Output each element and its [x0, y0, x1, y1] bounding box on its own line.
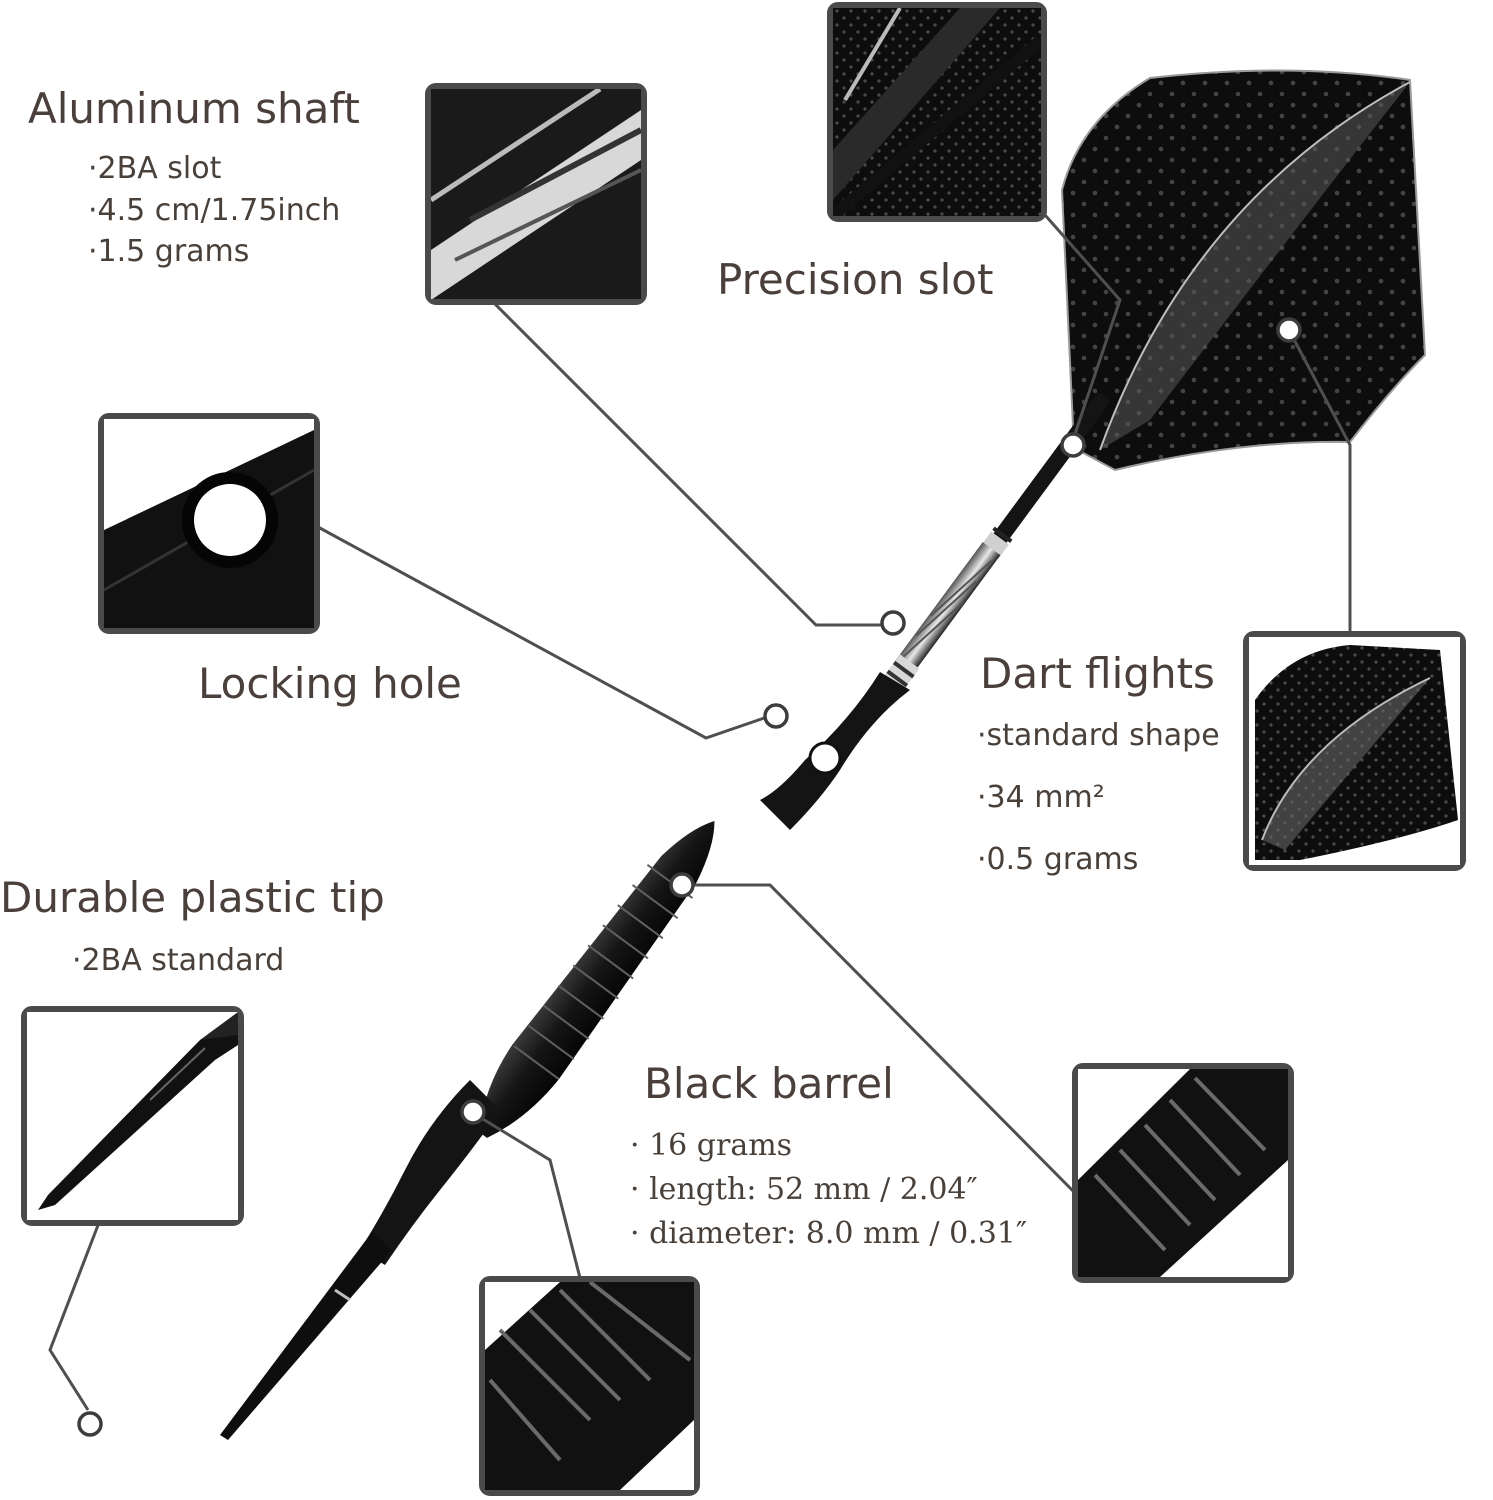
inset-plastic-tip: [21, 1006, 244, 1226]
dart-shaft-twist: [893, 542, 1001, 676]
aluminum-shaft-spec-1: ·2BA slot: [88, 151, 222, 186]
inset-precision-slot: [827, 2, 1047, 222]
dart-flights-spec-3: ·0.5 grams: [977, 842, 1138, 877]
aluminum-shaft-spec-3: ·1.5 grams: [88, 234, 249, 269]
dart-flight: [1060, 69, 1427, 472]
label-black-barrel: Black barrel · 16 grams · length: 52 mm …: [630, 1059, 1027, 1251]
dart-flights-title: Dart flights: [980, 649, 1215, 698]
plastic-tip-spec-1: ·2BA standard: [72, 943, 284, 978]
label-plastic-tip: Durable plastic tip ·2BA standard: [0, 873, 385, 978]
aluminum-shaft-title: Aluminum shaft: [28, 84, 360, 133]
inset-aluminum-shaft: [425, 83, 647, 305]
locking-hole: [808, 741, 842, 775]
inset-barrel-right: [1072, 1063, 1294, 1283]
dart-barrel: [478, 821, 715, 1138]
label-dart-flights: Dart flights ·standard shape ·34 mm² ·0.…: [977, 649, 1220, 877]
anchor-dots: [77, 317, 1302, 1437]
black-barrel-spec-3: · diameter: 8.0 mm / 0.31″: [630, 1216, 1027, 1251]
inset-locking-hole: [98, 413, 320, 634]
black-barrel-spec-1: · 16 grams: [630, 1128, 792, 1163]
dart-flights-spec-1: ·standard shape: [977, 718, 1220, 753]
aluminum-shaft-spec-2: ·4.5 cm/1.75inch: [88, 193, 340, 228]
locking-hole-title: Locking hole: [198, 659, 462, 708]
plastic-tip-title: Durable plastic tip: [0, 873, 385, 922]
leader-lines: [48, 214, 1352, 1411]
precision-slot-title: Precision slot: [717, 255, 993, 304]
black-barrel-title: Black barrel: [644, 1059, 894, 1108]
label-aluminum-shaft: Aluminum shaft ·2BA slot ·4.5 cm/1.75inc…: [28, 84, 360, 269]
black-barrel-spec-2: · length: 52 mm / 2.04″: [630, 1172, 978, 1207]
inset-dart-flights: [1243, 631, 1466, 871]
inset-barrel-left: [479, 1276, 700, 1496]
dart-flights-spec-2: ·34 mm²: [977, 780, 1105, 815]
